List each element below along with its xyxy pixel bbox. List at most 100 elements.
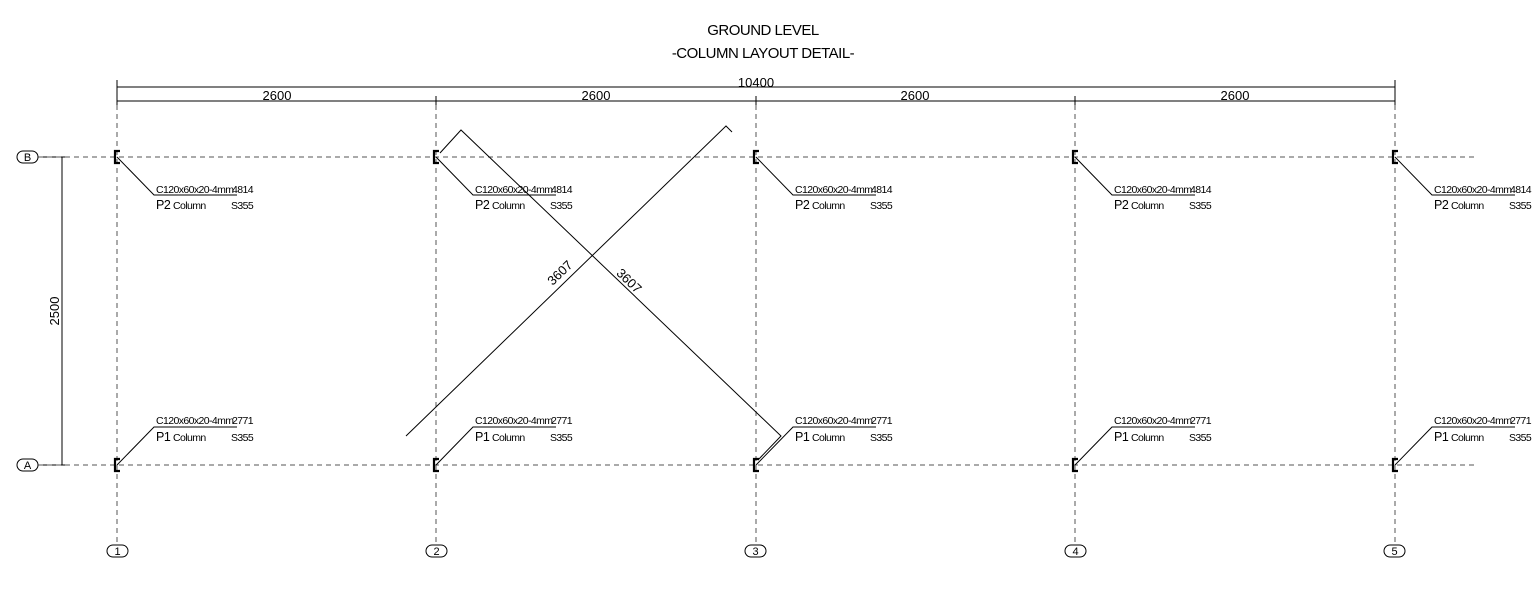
column-section-icon — [752, 149, 759, 165]
column-section-icon — [1391, 457, 1398, 473]
grid-bubble-col-2: 2 — [425, 544, 448, 558]
bay-dimension-2: 2600 — [582, 88, 611, 103]
grid-bubble-col-5: 5 — [1383, 544, 1406, 558]
column-grade-label: S355 — [1509, 432, 1532, 444]
column-grade-label: S355 — [550, 432, 573, 444]
column-length-label: 2771 — [551, 415, 573, 427]
column-mark-label: P1 — [475, 430, 490, 444]
column-length-label: 4814 — [232, 184, 254, 196]
bracing: 3607 3607 — [405, 125, 782, 461]
bay-dimension-3: 2600 — [901, 88, 930, 103]
column-mark-label: P2 — [1434, 198, 1449, 212]
column-mark-label: P2 — [475, 198, 490, 212]
column-section-icon — [432, 457, 439, 473]
column-length-label: 2771 — [1510, 415, 1532, 427]
column-section-label: C120x60x20-4mm — [1114, 415, 1192, 427]
column-section-icon — [1071, 457, 1078, 473]
column-section-icon — [1071, 149, 1078, 165]
overall-dimension: 10400 — [116, 75, 1396, 106]
column-section-label: C120x60x20-4mm — [475, 184, 553, 196]
bay-dimension-4: 2600 — [1221, 88, 1250, 103]
column-section-label: C120x60x20-4mm — [795, 415, 873, 427]
svg-text:B: B — [24, 152, 31, 164]
column-length-label: 4814 — [1510, 184, 1532, 196]
column-section-icon — [113, 149, 120, 165]
column-grade-label: S355 — [231, 432, 254, 444]
column-grade-label: S355 — [231, 200, 254, 212]
column-length-label: 2771 — [1190, 415, 1212, 427]
column-type-label: Column — [812, 200, 845, 212]
column-mark-label: P1 — [795, 430, 810, 444]
svg-text:2: 2 — [433, 546, 439, 558]
column-grade-label: S355 — [1189, 432, 1212, 444]
column-mark-label: P1 — [1114, 430, 1129, 444]
vertical-dimension-label: 2500 — [47, 297, 62, 326]
grid-bubble-col-4: 4 — [1064, 544, 1087, 558]
svg-text:3: 3 — [752, 546, 758, 558]
grid-bubble-col-1: 1 — [106, 544, 129, 558]
column-section-label: C120x60x20-4mm — [1114, 184, 1192, 196]
column-type-label: Column — [1451, 200, 1484, 212]
brace-1-length: 3607 — [544, 257, 575, 288]
column-mark-label: P2 — [795, 198, 810, 212]
column-length-label: 4814 — [871, 184, 893, 196]
overall-dimension-label: 10400 — [738, 75, 774, 90]
column-type-label: Column — [1131, 200, 1164, 212]
column-mark-label: P1 — [1434, 430, 1449, 444]
drawing-title: GROUND LEVEL — [707, 22, 819, 39]
column-type-label: Column — [173, 432, 206, 444]
svg-text:4: 4 — [1072, 546, 1078, 558]
column-section-label: C120x60x20-4mm — [1434, 184, 1512, 196]
column-mark-label: P2 — [1114, 198, 1129, 212]
column-section-label: C120x60x20-4mm — [156, 184, 234, 196]
column-section-icon — [432, 149, 439, 165]
column-type-label: Column — [812, 432, 845, 444]
column-grade-label: S355 — [1509, 200, 1532, 212]
column-length-label: 2771 — [871, 415, 893, 427]
column-length-label: 4814 — [1190, 184, 1212, 196]
column-grade-label: S355 — [870, 432, 893, 444]
column-type-label: Column — [1451, 432, 1484, 444]
column-section-label: C120x60x20-4mm — [1434, 415, 1512, 427]
column-type-label: Column — [1131, 432, 1164, 444]
column-grade-label: S355 — [870, 200, 893, 212]
column-mark-label: P1 — [156, 430, 171, 444]
column-mark-label: P2 — [156, 198, 171, 212]
column-section-label: C120x60x20-4mm — [156, 415, 234, 427]
brace-1 — [405, 125, 733, 437]
column-section-label: C120x60x20-4mm — [795, 184, 873, 196]
brace-2 — [439, 129, 782, 461]
column-length-label: 4814 — [551, 184, 573, 196]
column-section-icon — [752, 457, 759, 473]
grid-bubble-row-b: B — [16, 150, 39, 164]
gridlines — [38, 105, 1475, 545]
column-type-label: Column — [492, 432, 525, 444]
vertical-dimension: 2500 — [40, 156, 70, 466]
column-type-label: Column — [492, 200, 525, 212]
svg-text:A: A — [24, 460, 32, 472]
svg-text:5: 5 — [1391, 546, 1397, 558]
grid-bubble-row-a: A — [16, 458, 39, 472]
column-grade-label: S355 — [1189, 200, 1212, 212]
grid-bubble-col-3: 3 — [744, 544, 767, 558]
bay-dimension-1: 2600 — [263, 88, 292, 103]
drawing-subtitle: -COLUMN LAYOUT DETAIL- — [672, 45, 855, 62]
column-length-label: 2771 — [232, 415, 254, 427]
svg-text:1: 1 — [114, 546, 120, 558]
column-grade-label: S355 — [550, 200, 573, 212]
column-section-icon — [113, 457, 120, 473]
column-type-label: Column — [173, 200, 206, 212]
column-section-label: C120x60x20-4mm — [475, 415, 553, 427]
